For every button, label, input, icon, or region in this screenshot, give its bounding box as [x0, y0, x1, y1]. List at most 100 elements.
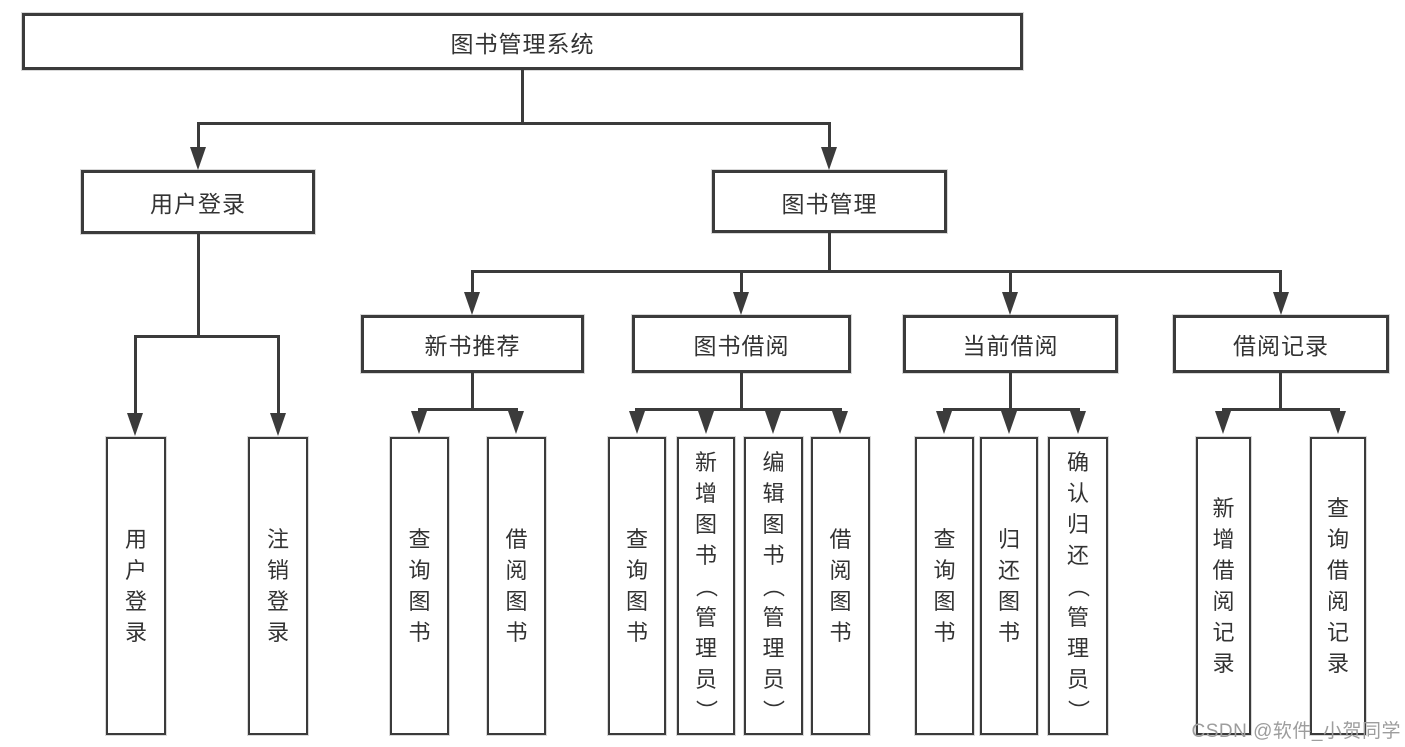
leaf-char: 查	[408, 527, 431, 552]
connector-root-stem	[521, 70, 524, 124]
arrow-bw-edit	[765, 411, 781, 434]
connector-book-mgmt-bar	[471, 270, 1282, 273]
leaf-char: 询	[408, 558, 431, 583]
leaf-char: 理	[762, 635, 785, 661]
leaf-char: 用	[124, 527, 147, 552]
leaf-char: 员	[762, 666, 785, 692]
leaf-char: 增	[1212, 527, 1235, 552]
node-book-borrowing: 图书借阅	[632, 315, 851, 373]
watermark: CSDN @软件_小贺同学	[1191, 721, 1401, 742]
connector-drop-new-books	[471, 270, 474, 294]
leaf-char: 认	[1066, 480, 1089, 506]
arrow-current	[1002, 292, 1018, 315]
leaf-return-books: 归还图书	[980, 437, 1038, 735]
arrow-bw-borrow	[832, 411, 848, 434]
leaf-char: ）	[760, 698, 786, 722]
leaf-char: 管	[1066, 604, 1089, 630]
leaf-query-books-borrowing: 查询图书	[608, 437, 666, 735]
connector-new-books-stem	[471, 373, 474, 411]
leaf-confirm-return-admin: 确认归还（管理员）	[1048, 437, 1108, 735]
leaf-char: 图	[933, 589, 956, 614]
arrow-bw-add	[698, 411, 714, 434]
leaf-char: （	[693, 574, 719, 598]
leaf-user-login: 用户登录	[106, 437, 166, 735]
connector-user-login-bar	[134, 335, 280, 338]
arrow-book-mgmt	[821, 147, 837, 170]
leaf-edit-books-admin: 编辑图书（管理员）	[744, 437, 803, 735]
arrow-cu-confirm	[1070, 411, 1086, 434]
leaf-query-books-current: 查询图书	[915, 437, 974, 735]
leaf-char: 询	[1326, 527, 1349, 552]
connector-user-login-stem	[197, 234, 200, 337]
leaf-char: 书	[933, 620, 956, 645]
leaf-borrow-books: 借阅图书	[811, 437, 870, 735]
connector-drop-book-mgmt	[828, 122, 831, 150]
arrow-bw-query	[629, 411, 645, 434]
leaf-char: 录	[1212, 651, 1235, 676]
leaf-char: 借	[829, 527, 852, 552]
leaf-char: 登	[124, 589, 147, 614]
leaf-char: 户	[124, 558, 147, 583]
leaf-char: 书	[997, 620, 1020, 645]
leaf-char: 管	[694, 604, 717, 630]
leaf-char: 理	[694, 635, 717, 661]
leaf-borrow-books-recommend: 借阅图书	[487, 437, 546, 735]
connector-drop-current	[1009, 270, 1012, 294]
leaf-char: 询	[933, 558, 956, 583]
connector-new-books-bar	[418, 408, 518, 411]
leaf-char: 阅	[1326, 589, 1349, 614]
leaf-char: 员	[694, 666, 717, 692]
connector-borrowing-bar	[635, 408, 842, 411]
connector-root-bar	[197, 122, 831, 125]
leaf-char: 编	[762, 449, 785, 475]
leaf-char: 归	[997, 527, 1020, 552]
leaf-char: 增	[694, 480, 717, 506]
leaf-char: 图	[762, 511, 785, 537]
leaf-query-borrow-record: 查询借阅记录	[1310, 437, 1366, 735]
leaf-char: 新	[1212, 496, 1235, 521]
leaf-char: 书	[829, 620, 852, 645]
leaf-char: （	[760, 574, 786, 598]
leaf-char: 图	[694, 511, 717, 537]
leaf-char: 查	[933, 527, 956, 552]
arrow-login	[127, 413, 143, 436]
leaf-char: 书	[762, 542, 785, 568]
leaf-char: 书	[505, 620, 528, 645]
leaf-char: 阅	[1212, 589, 1235, 614]
leaf-char: 记	[1212, 620, 1235, 645]
arrow-new-books	[464, 292, 480, 315]
connector-current-bar	[943, 408, 1080, 411]
node-new-book-recommend: 新书推荐	[361, 315, 584, 373]
arrow-cu-query	[936, 411, 952, 434]
leaf-char: 图	[408, 589, 431, 614]
leaf-char: 归	[1066, 511, 1089, 537]
arrow-rc-query	[1330, 411, 1346, 434]
arrow-borrowing	[733, 292, 749, 315]
arrow-cu-return	[1001, 411, 1017, 434]
leaf-char: ）	[1065, 698, 1091, 722]
connector-current-stem	[1009, 373, 1012, 411]
leaf-char: 理	[1066, 635, 1089, 661]
leaf-char: 记	[1326, 620, 1349, 645]
leaf-char: 书	[694, 542, 717, 568]
arrow-user-login	[190, 147, 206, 170]
leaf-char: 书	[408, 620, 431, 645]
leaf-char: 还	[1066, 542, 1089, 568]
connector-drop-logout	[277, 335, 280, 414]
leaf-char: 登	[266, 589, 289, 614]
connector-drop-records	[1279, 270, 1282, 294]
leaf-char: 辑	[762, 480, 785, 506]
node-book-management: 图书管理	[712, 170, 947, 233]
leaf-char: 销	[266, 558, 289, 583]
leaf-char: 录	[124, 620, 147, 645]
leaf-char: 新	[694, 449, 717, 475]
leaf-char: 询	[625, 558, 648, 583]
arrow-rc-add	[1215, 411, 1231, 434]
leaf-char: 录	[266, 620, 289, 645]
connector-drop-borrowing	[740, 270, 743, 294]
leaf-logout: 注销登录	[248, 437, 308, 735]
node-current-borrowing: 当前借阅	[903, 315, 1118, 373]
leaf-char: 图	[997, 589, 1020, 614]
connector-drop-user-login	[197, 122, 200, 150]
